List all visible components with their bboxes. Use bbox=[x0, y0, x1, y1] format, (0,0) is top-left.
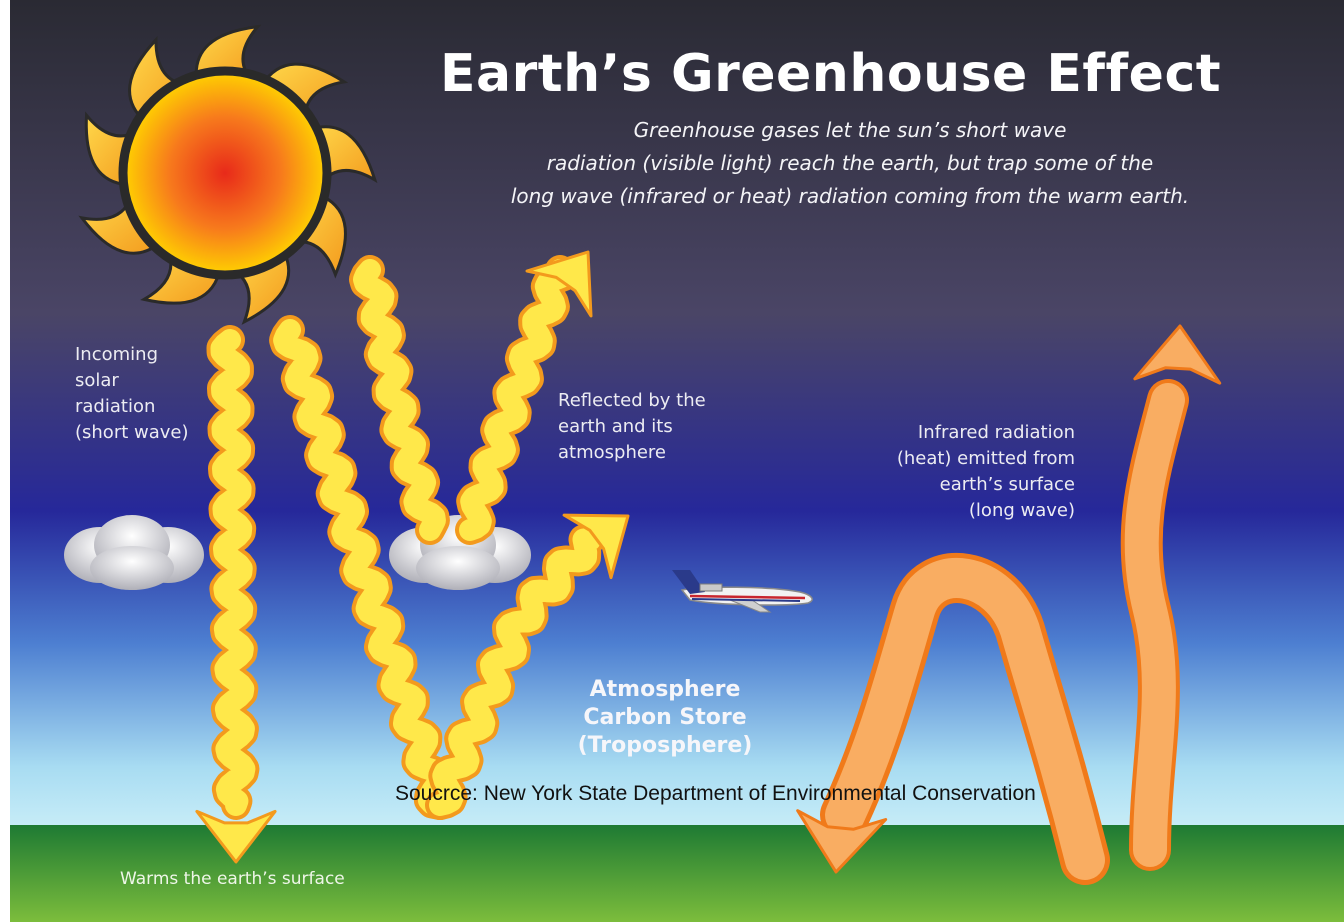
label-line: Carbon Store bbox=[583, 705, 747, 730]
arrow-icon bbox=[796, 809, 888, 874]
warms-surface-label: Warms the earth’s surface bbox=[120, 869, 345, 889]
short-wave-arrow bbox=[273, 319, 451, 816]
arrow-icon bbox=[195, 809, 277, 864]
atmosphere-label: Atmosphere Carbon Store (Troposphere) bbox=[545, 676, 785, 760]
label-line: earth’s surface bbox=[939, 474, 1075, 495]
incoming-radiation-label: Incoming solar radiation (short wave) bbox=[75, 342, 189, 446]
short-wave-arrows bbox=[195, 250, 630, 864]
arrow-icon bbox=[562, 513, 630, 580]
cloud-icon bbox=[64, 515, 204, 590]
short-wave-arrow bbox=[459, 259, 576, 541]
source-caption: Soucrce: New York State Department of En… bbox=[395, 782, 1036, 805]
airplane-icon bbox=[672, 570, 813, 613]
arrow-icon bbox=[525, 250, 593, 318]
long-wave-arrows bbox=[796, 324, 1222, 885]
long-wave-arrow bbox=[1124, 383, 1185, 867]
subtitle-line-3: long wave (infrared or heat) radiation c… bbox=[510, 184, 1190, 208]
short-wave-arrow bbox=[353, 259, 446, 541]
label-line: Infrared radiation bbox=[917, 422, 1075, 443]
reflected-label: Reflected by the earth and its atmospher… bbox=[558, 388, 706, 466]
label-line: (long wave) bbox=[968, 500, 1075, 521]
diagram-title: Earth’s Greenhouse Effect bbox=[440, 44, 1222, 104]
label-line: radiation bbox=[75, 396, 156, 417]
label-line: earth and its bbox=[558, 416, 673, 437]
subtitle-line-2: radiation (visible light) reach the eart… bbox=[546, 151, 1154, 175]
infrared-radiation-label: Infrared radiation (heat) emitted from e… bbox=[830, 420, 1075, 524]
long-wave-arrow bbox=[825, 558, 1105, 880]
label-line: Atmosphere bbox=[589, 677, 741, 702]
short-wave-arrow bbox=[429, 528, 601, 816]
label-line: (heat) emitted from bbox=[896, 448, 1075, 469]
label-line: atmosphere bbox=[558, 442, 666, 463]
label-line: Reflected by the bbox=[558, 390, 706, 411]
subtitle-line-1: Greenhouse gases let the sun’s short wav… bbox=[633, 118, 1067, 142]
label-line: (Troposphere) bbox=[577, 733, 753, 758]
label-line: (short wave) bbox=[75, 422, 189, 443]
sun-icon bbox=[118, 66, 332, 280]
label-line: solar bbox=[75, 370, 119, 391]
arrow-icon bbox=[1133, 324, 1222, 385]
left-frame bbox=[0, 0, 10, 922]
short-wave-arrow bbox=[210, 329, 256, 816]
label-line: Incoming bbox=[75, 344, 158, 365]
